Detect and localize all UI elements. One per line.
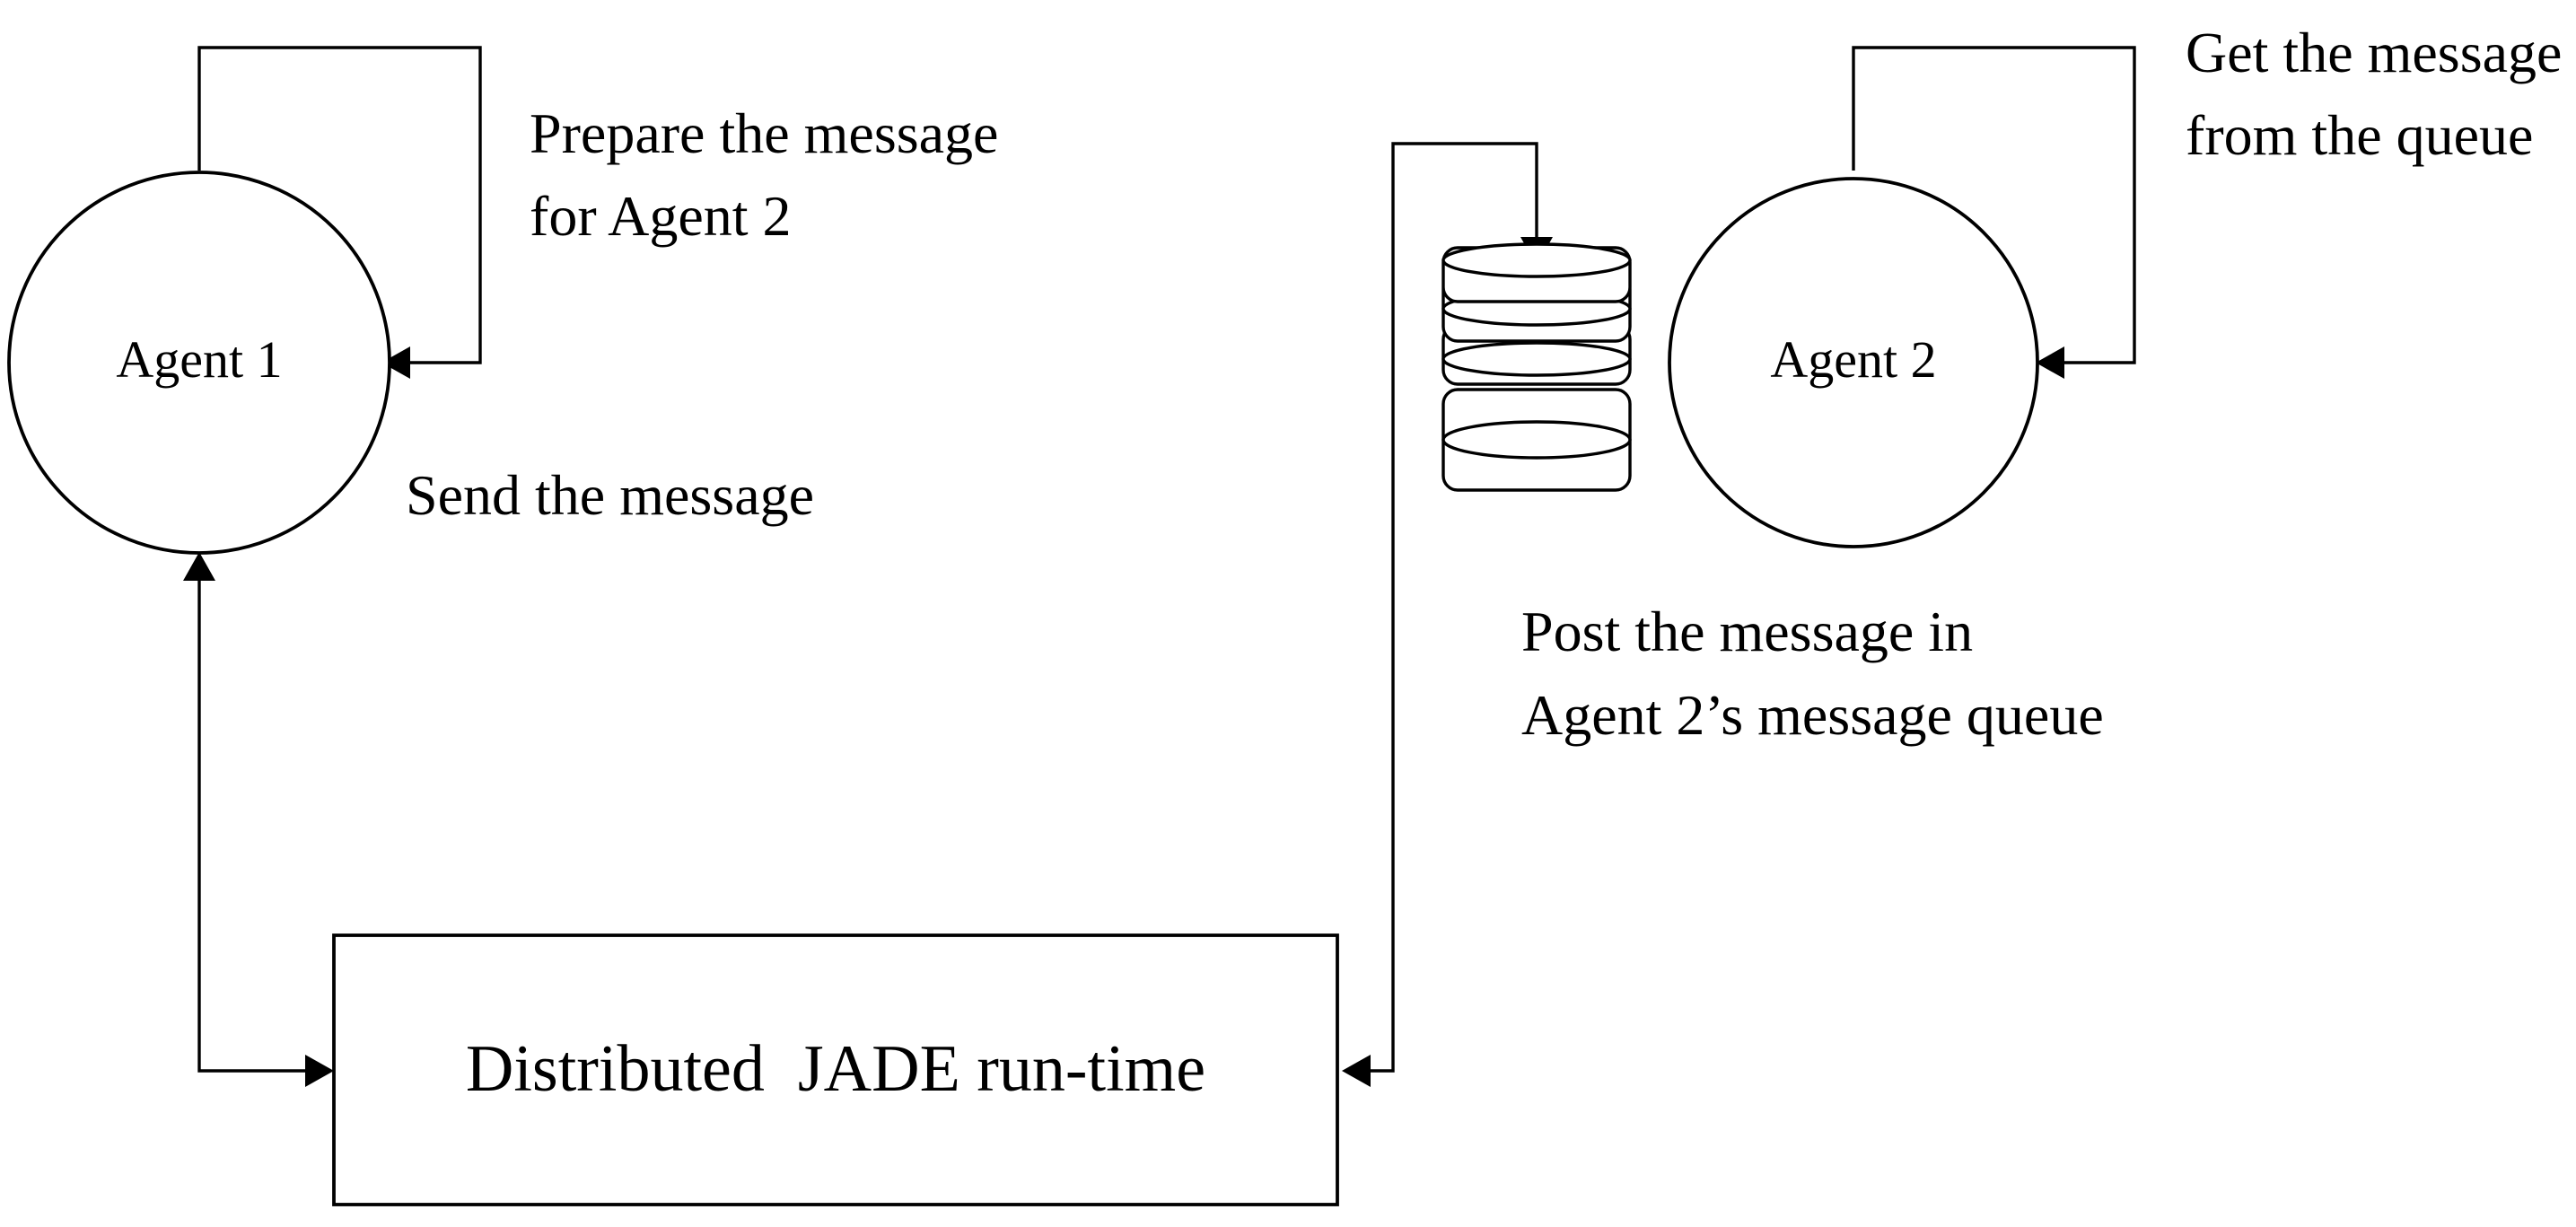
agent1-node: Agent 1	[7, 171, 391, 555]
prepare-annotation-line1: Prepare the message	[530, 101, 998, 165]
agent2-label: Agent 2	[1770, 330, 1936, 389]
agent1-runtime-arrow	[183, 552, 334, 1087]
get-annotation-line1: Get the message	[2186, 21, 2562, 84]
agent2-node: Agent 2	[1668, 177, 2039, 548]
post-annotation-line2: Agent 2’s message queue	[1521, 683, 2104, 747]
agent1-label: Agent 1	[116, 330, 282, 389]
post-annotation-line1: Post the message in	[1521, 600, 1973, 663]
post-annotation: Post the message in Agent 2’s message qu…	[1521, 600, 2104, 747]
prepare-annotation: Prepare the message for Agent 2	[530, 101, 998, 248]
get-annotation: Get the message from the queue	[2186, 21, 2562, 167]
runtime-label: Distributed JADE run-time	[466, 1032, 1205, 1106]
send-annotation: Send the message	[406, 463, 814, 527]
runtime-node: Distributed JADE run-time	[332, 933, 1339, 1206]
prepare-annotation-line2: for Agent 2	[530, 184, 792, 248]
get-annotation-line2: from the queue	[2186, 103, 2533, 167]
message-queue-stack-icon	[1441, 242, 1632, 492]
agent2-self-loop-arrow	[1852, 46, 2136, 379]
agent1-self-loop-arrow	[197, 46, 482, 379]
